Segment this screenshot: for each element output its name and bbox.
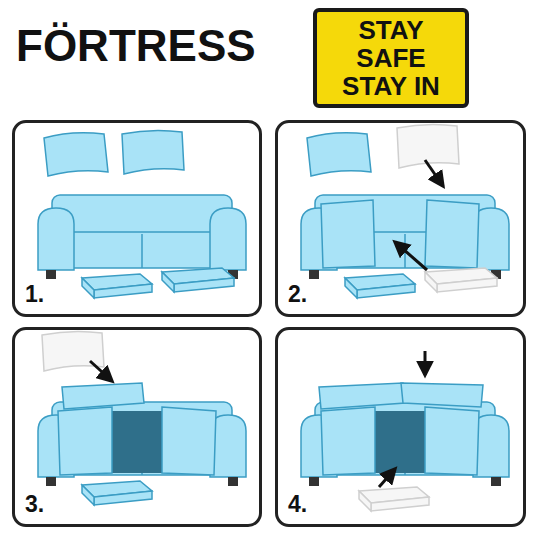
- step-panel: 3.: [12, 327, 262, 527]
- step-two-art: [301, 124, 509, 298]
- step-number: 1.: [25, 283, 44, 306]
- step-one-art: [38, 130, 246, 298]
- step-panel: 2.: [275, 120, 526, 317]
- step-panel: 4.: [275, 327, 526, 527]
- step-number: 3.: [25, 493, 44, 516]
- sign-text: STAY SAFE STAY IN: [321, 16, 461, 100]
- title: FÖRTRESS: [16, 22, 256, 70]
- step-number: 4.: [288, 493, 307, 516]
- step-three-art: [38, 331, 246, 505]
- step-number: 2.: [288, 283, 307, 306]
- warning-sign: STAY SAFE STAY IN: [313, 8, 469, 108]
- step-panel: 1.: [12, 120, 262, 317]
- step-four-art: [301, 351, 509, 511]
